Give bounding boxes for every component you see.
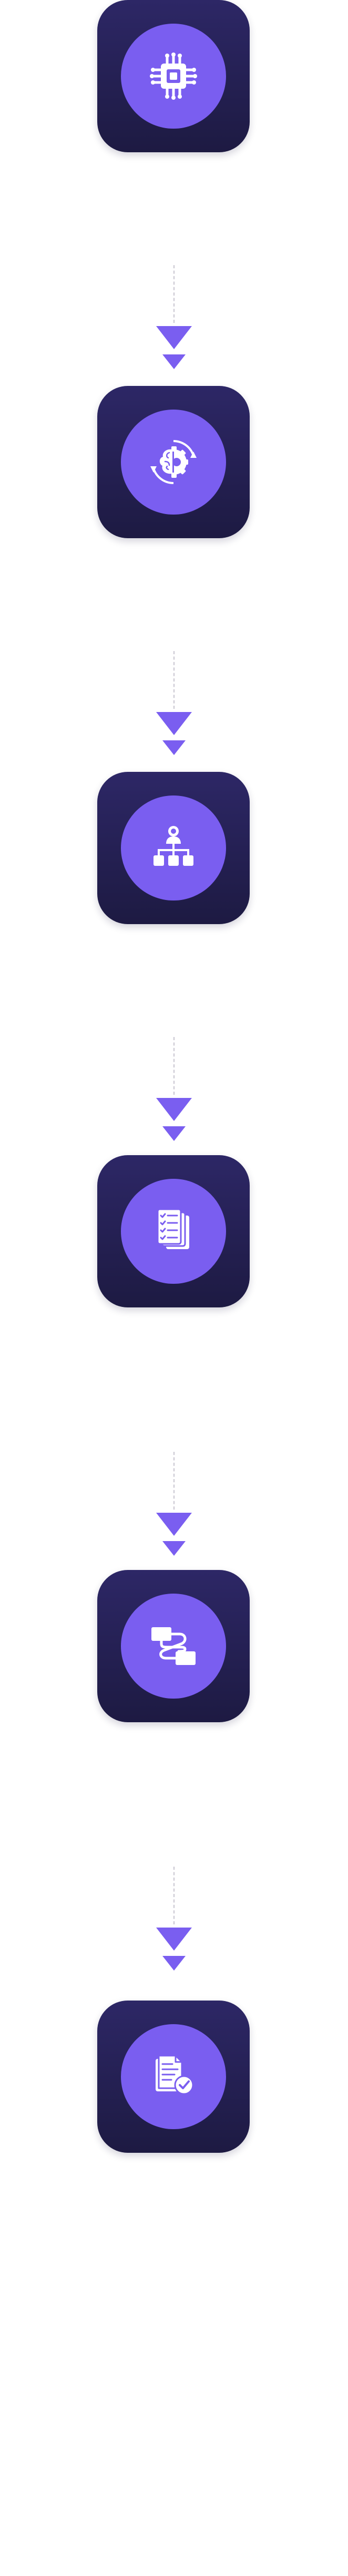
step-icon-circle (121, 24, 226, 129)
dashed-line (173, 265, 175, 323)
double-arrow-icon (156, 1928, 192, 1971)
step-card-1 (97, 0, 250, 152)
org-hierarchy-icon (153, 826, 193, 866)
checklist-documents-icon (157, 1208, 189, 1249)
connector-arrow-5 (153, 1867, 195, 1974)
step-card-4 (97, 1155, 250, 1307)
double-arrow-icon (156, 712, 192, 755)
step-icon-circle (121, 795, 226, 900)
double-arrow-icon (156, 1513, 192, 1556)
connector-arrow-2 (153, 651, 195, 759)
connector-arrow-3 (153, 1037, 195, 1145)
dashed-line (173, 1452, 175, 1510)
step-icon-circle (121, 1179, 226, 1284)
chip-icon (150, 53, 197, 100)
document-approved-icon (156, 2055, 194, 2095)
step-card-2 (97, 386, 250, 538)
double-arrow-icon (156, 1098, 192, 1141)
connector-arrow-4 (153, 1452, 195, 1559)
step-icon-circle (121, 2024, 226, 2129)
gear-brain-cycle-icon (150, 440, 197, 484)
step-icon-circle (121, 1594, 226, 1699)
step-card-5 (97, 1570, 250, 1722)
step-card-3 (97, 772, 250, 924)
dashed-line (173, 651, 175, 709)
step-card-6 (97, 2001, 250, 2153)
step-icon-circle (121, 410, 226, 515)
connector-arrow-1 (153, 265, 195, 373)
double-arrow-icon (156, 326, 192, 369)
dashed-line (173, 1037, 175, 1095)
flow-path-icon (151, 1627, 196, 1665)
dashed-line (173, 1867, 175, 1924)
